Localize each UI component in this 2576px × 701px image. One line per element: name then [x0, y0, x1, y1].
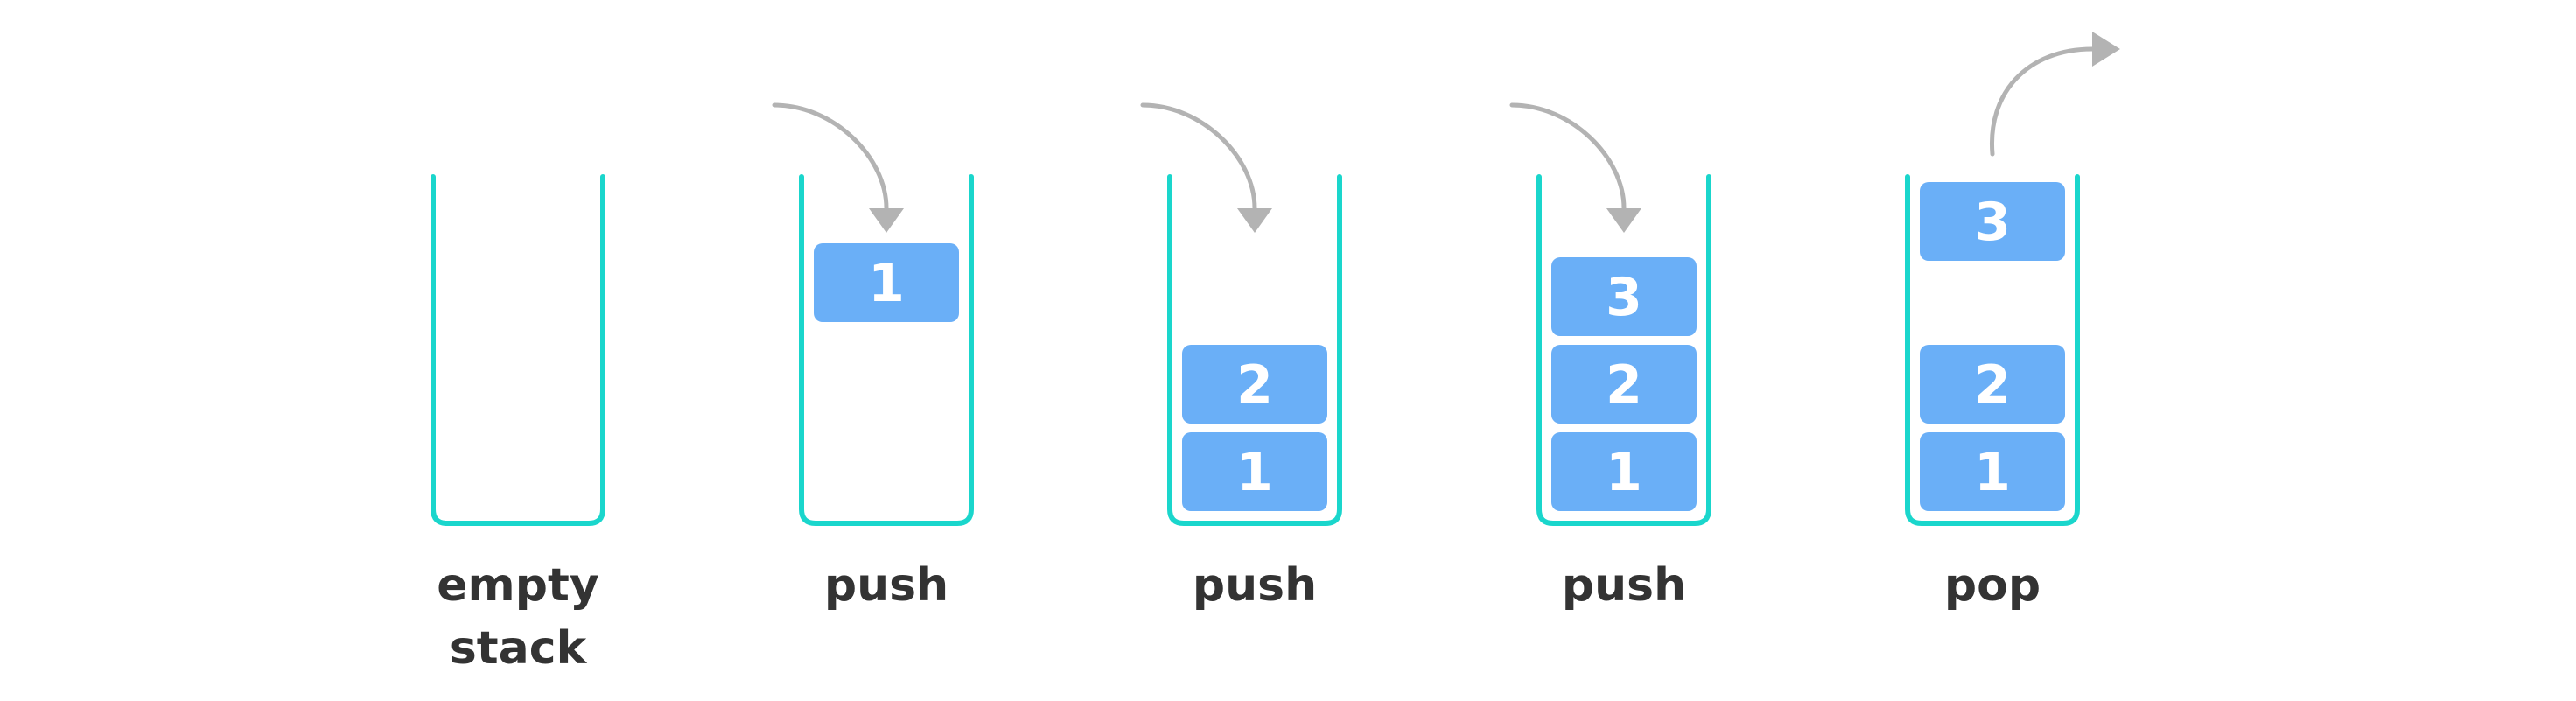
- stack-block-rect: [1551, 257, 1697, 336]
- stack-block: 2: [1920, 345, 2065, 424]
- stack-caption: pop: [1944, 559, 2040, 612]
- stacks-layer: empty stack 1 push 1 2 push 1 2 3 push 1 2 3 pop: [430, 32, 2120, 675]
- pop-arrowhead-icon: [2092, 32, 2120, 67]
- stack-block-rect: [1551, 432, 1697, 511]
- stack-block: 1: [1920, 432, 2065, 511]
- stack-block-rect: [1920, 182, 2065, 261]
- stack-block-rect: [1551, 345, 1697, 424]
- stack-block-value: 1: [1606, 442, 1642, 503]
- pop-arrow: [1989, 46, 2095, 157]
- stack-caption: push: [1193, 559, 1317, 612]
- stack-block-rect: [1920, 345, 2065, 424]
- push-arrowhead-icon: [869, 208, 904, 233]
- stack-container: [1167, 174, 1342, 526]
- stack-block-rect: [1182, 345, 1327, 424]
- stack-4: 1 2 3 push: [1509, 102, 1712, 612]
- stack-block-value: 1: [1974, 442, 2011, 503]
- stack-caption: push: [1562, 559, 1686, 612]
- stack-2: 1 push: [772, 102, 974, 612]
- stack-block: 2: [1551, 345, 1697, 424]
- stack-block-value: 1: [868, 253, 905, 314]
- push-arrowhead-icon: [1606, 208, 1642, 233]
- stack-block-value: 3: [1974, 192, 2011, 253]
- stack-container: [430, 174, 606, 526]
- stack-container: [799, 174, 974, 526]
- push-arrowhead-icon: [1237, 208, 1272, 233]
- stack-container: [1905, 174, 2080, 526]
- stack-block: 3: [1920, 182, 2065, 261]
- stack-container: [1536, 174, 1712, 526]
- stack-block: 1: [1182, 432, 1327, 511]
- stack-3: 1 2 push: [1140, 102, 1342, 612]
- stack-block-value: 2: [1974, 354, 2011, 416]
- stack-block-value: 2: [1236, 354, 1273, 416]
- stack-block: 1: [1551, 432, 1697, 511]
- stack-block: 2: [1182, 345, 1327, 424]
- stack-block-rect: [1182, 432, 1327, 511]
- push-arrow: [772, 102, 889, 211]
- stack-block-value: 1: [1236, 442, 1273, 503]
- stack-block-rect: [814, 243, 959, 322]
- stack-block: 3: [1551, 257, 1697, 336]
- stack-5: 1 2 3 pop: [1905, 32, 2120, 612]
- stack-caption: empty: [437, 559, 598, 612]
- stack-block-value: 3: [1606, 267, 1642, 328]
- stack-1: empty stack: [430, 174, 606, 675]
- stack-caption: push: [824, 559, 948, 612]
- push-arrow: [1140, 102, 1257, 211]
- push-arrow: [1509, 102, 1627, 211]
- stack-block-rect: [1920, 432, 2065, 511]
- stack-block: 1: [814, 243, 959, 322]
- stack-block-value: 2: [1606, 354, 1642, 416]
- stack-caption: stack: [450, 622, 588, 675]
